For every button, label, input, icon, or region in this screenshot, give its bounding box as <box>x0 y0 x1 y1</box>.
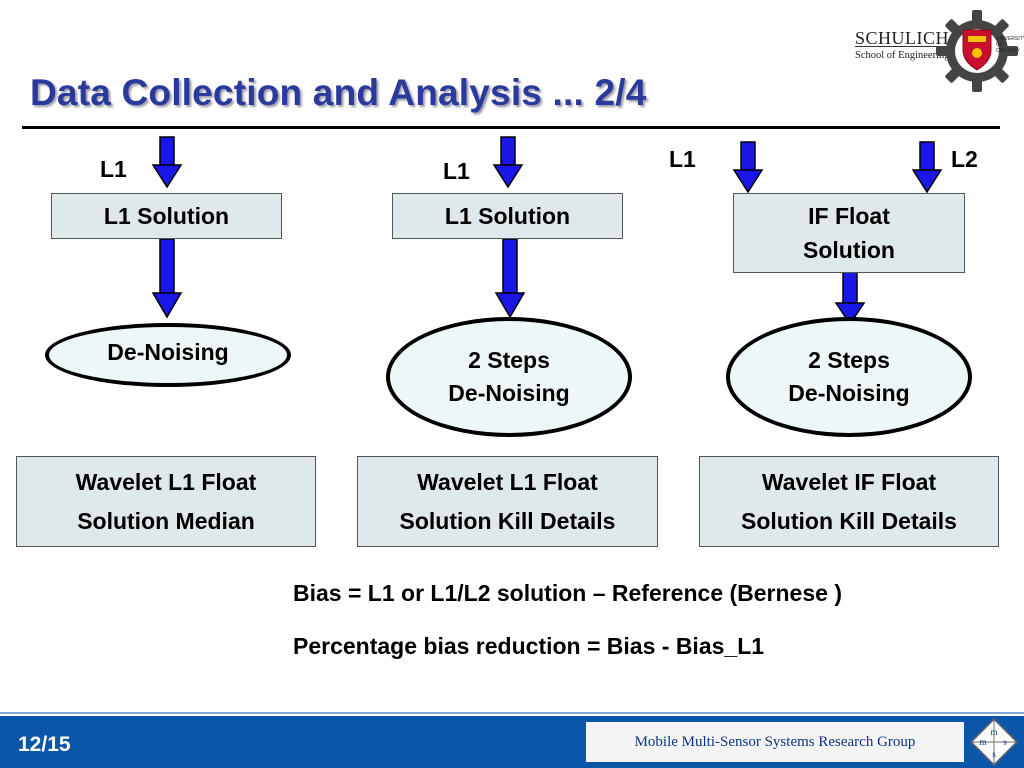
footer-separator <box>0 712 1024 714</box>
denoise-text-line1: 2 Steps <box>468 347 550 373</box>
wavelet-text-line2: Solution Kill Details <box>399 507 616 534</box>
research-group-text: Mobile Multi-Sensor Systems Research Gro… <box>634 733 916 750</box>
input-label-col2-l1: L1 <box>443 158 470 184</box>
solution-box-col3: IF Float Solution <box>733 193 965 273</box>
denoise-ellipse-col3: 2 Steps De-Noising <box>726 317 972 437</box>
denoise-ellipse-col1: De-Noising <box>45 323 291 387</box>
solution-box-col2: L1 Solution <box>392 193 623 239</box>
page-number: 12/15 <box>18 733 71 756</box>
title-divider <box>22 126 1000 129</box>
input-label-col1-l1: L1 <box>100 156 127 182</box>
input-label-col3-l1: L1 <box>669 146 696 172</box>
solution-box-col1: L1 Solution <box>51 193 282 239</box>
university-seal-icon <box>962 29 992 71</box>
mmss-letter: s <box>1003 737 1007 747</box>
bias-formula: Bias = L1 or L1/L2 solution – Reference … <box>293 580 842 606</box>
wavelet-text-line1: Wavelet L1 Float <box>417 468 598 495</box>
wavelet-text-line2: Solution Median <box>77 507 255 534</box>
bias-reduction-formula: Percentage bias reduction = Bias - Bias_… <box>293 633 765 659</box>
arrow-down-icon <box>152 238 182 318</box>
arrow-down-icon <box>152 136 182 188</box>
mmss-logo-icon: m m s s <box>970 718 1018 766</box>
arrow-down-icon <box>733 141 763 193</box>
wavelet-text-line1: Wavelet L1 Float <box>75 468 257 495</box>
logo-underline <box>855 46 943 47</box>
denoise-text: De-Noising <box>107 338 229 365</box>
wavelet-text-line2: Solution Kill Details <box>741 507 957 534</box>
logo-name-line2: School of Engineering <box>855 50 950 61</box>
denoise-text-line2: De-Noising <box>448 380 570 406</box>
solution-text: L1 Solution <box>103 203 230 229</box>
denoise-text-line2: De-Noising <box>788 380 910 406</box>
solution-text: L1 Solution <box>444 203 571 229</box>
wavelet-box-col1: Wavelet L1 Float Solution Median <box>16 456 316 547</box>
slide-title: Data Collection and Analysis ... 2/4 <box>30 72 647 113</box>
mmss-letter: m <box>979 737 986 747</box>
solution-text-line2: Solution <box>803 237 895 263</box>
arrow-down-icon <box>495 238 525 318</box>
denoise-text-line1: 2 Steps <box>808 347 890 373</box>
denoise-ellipse-col2: 2 Steps De-Noising <box>386 317 632 437</box>
wavelet-text-line1: Wavelet IF Float <box>761 468 937 495</box>
seal-text: UNIVERSITY OF CALGARY <box>996 36 1024 54</box>
wavelet-box-col2: Wavelet L1 Float Solution Kill Details <box>357 456 658 547</box>
arrow-down-icon <box>493 136 523 188</box>
schulich-logo: SCHULICH School of Engineering UNIVERSIT… <box>850 6 1024 92</box>
wavelet-box-col3: Wavelet IF Float Solution Kill Details <box>699 456 999 547</box>
mmss-letter: s <box>992 749 996 759</box>
solution-text-line1: IF Float <box>808 203 890 229</box>
mmss-letter: m <box>990 727 997 737</box>
arrow-down-icon <box>912 141 942 193</box>
logo-name-line1: SCHULICH <box>855 28 950 48</box>
research-group-label: Mobile Multi-Sensor Systems Research Gro… <box>586 722 964 762</box>
input-label-col3-l2: L2 <box>951 146 978 172</box>
